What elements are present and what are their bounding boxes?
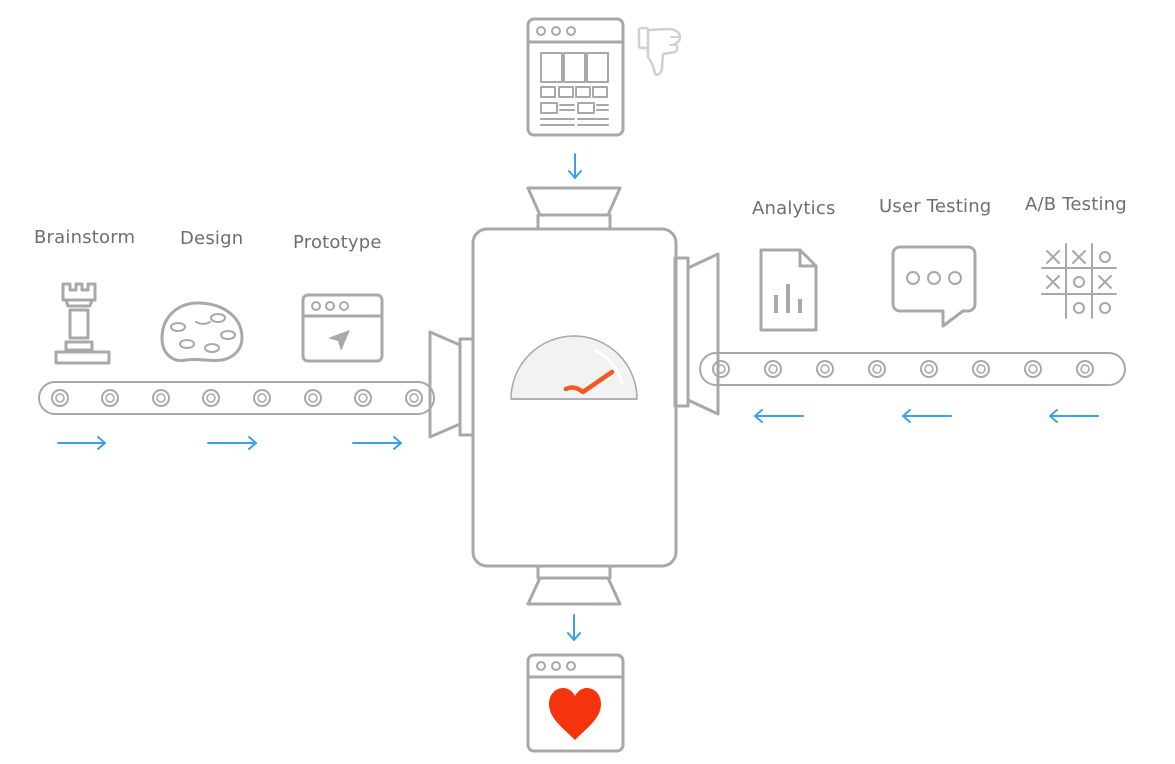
machine-top-funnel (526, 186, 622, 231)
gauge-meter (510, 335, 638, 400)
right-roller-hub-2 (768, 364, 778, 374)
flow-arrow-left-3 (1049, 409, 1099, 423)
flow-arrow-left-2 (902, 409, 952, 423)
left-roller-7 (354, 389, 372, 407)
heart-icon (549, 688, 601, 740)
left-roller-5 (253, 389, 271, 407)
right-roller-3 (816, 360, 834, 378)
left-roller-4 (202, 389, 220, 407)
left-roller-2 (101, 389, 119, 407)
left-roller-hub-3 (156, 393, 166, 403)
right-roller-4 (868, 360, 886, 378)
document-chart-icon (759, 248, 818, 332)
flow-arrow-right-3 (352, 436, 402, 450)
palette-icon (160, 301, 244, 363)
right-roller-2 (764, 360, 782, 378)
right-roller-hub-7 (1028, 364, 1038, 374)
right-roller-1 (712, 360, 730, 378)
chess-rook-icon (54, 282, 111, 365)
right-roller-hub-4 (872, 364, 882, 374)
stage-label-ab-testing: A/B Testing (1025, 194, 1127, 215)
right-roller-5 (920, 360, 938, 378)
flow-arrow-left-1 (754, 409, 804, 423)
left-roller-hub-2 (105, 393, 115, 403)
left-roller-6 (304, 389, 322, 407)
left-roller-hub-8 (409, 393, 419, 403)
right-roller-hub-6 (976, 364, 986, 374)
flow-arrow-right-1 (57, 436, 106, 450)
left-roller-8 (405, 389, 423, 407)
left-conveyor-belt (38, 381, 435, 415)
stage-label-analytics: Analytics (752, 198, 836, 219)
cursor-arrow-icon (328, 330, 350, 351)
browser-heart-icon (526, 653, 625, 753)
left-roller-hub-4 (206, 393, 216, 403)
left-roller-hub-1 (55, 393, 65, 403)
right-roller-6 (972, 360, 990, 378)
left-roller-1 (51, 389, 69, 407)
flow-arrow-down-bottom (567, 614, 581, 641)
stage-label-prototype: Prototype (293, 232, 382, 253)
gauge-needle (563, 369, 615, 395)
right-roller-7 (1024, 360, 1042, 378)
wireframe-browser-icon (526, 17, 625, 137)
left-roller-hub-6 (308, 393, 318, 403)
right-roller-8 (1076, 360, 1094, 378)
stage-label-design: Design (180, 228, 244, 249)
right-roller-hub-5 (924, 364, 934, 374)
machine-bottom-funnel (526, 564, 622, 606)
flow-arrow-right-2 (207, 436, 257, 450)
stage-label-user-testing: User Testing (879, 196, 992, 217)
browser-cursor-icon (301, 293, 384, 363)
left-roller-hub-7 (358, 393, 368, 403)
machine-body (471, 227, 678, 568)
flow-arrow-down-top (568, 153, 582, 179)
machine (428, 186, 720, 606)
right-roller-hub-3 (820, 364, 830, 374)
speech-bubble-icon (891, 245, 977, 328)
right-roller-hub-8 (1080, 364, 1090, 374)
right-conveyor-belt (699, 352, 1126, 386)
tic-tac-toe-icon (1041, 243, 1117, 319)
thumbs-down-icon (637, 26, 682, 76)
left-roller-hub-5 (257, 393, 267, 403)
stage-label-brainstorm: Brainstorm (34, 227, 136, 248)
machine-right-intake (673, 252, 720, 416)
left-roller-3 (152, 389, 170, 407)
machine-left-intake (428, 330, 475, 439)
